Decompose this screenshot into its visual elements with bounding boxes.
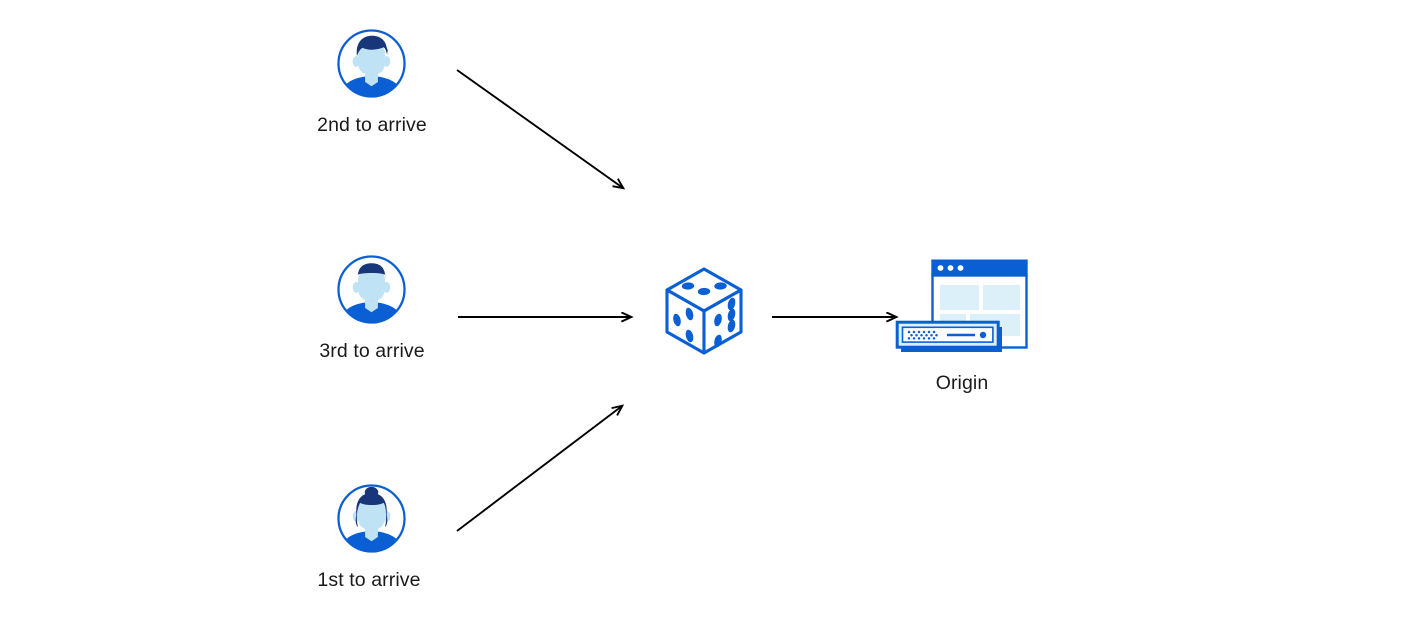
user-avatar-icon	[336, 28, 407, 99]
arrow-2nd-to-dice	[456, 69, 623, 188]
client-label-3rd: 3rd to arrive	[319, 340, 425, 362]
dice-icon	[663, 266, 745, 356]
user-avatar-icon	[336, 483, 407, 554]
client-label-2nd: 2nd to arrive	[317, 114, 427, 136]
client-label-1st: 1st to arrive	[317, 569, 421, 591]
origin-label: Origin	[935, 372, 989, 394]
arrow-1st-to-dice	[456, 406, 622, 532]
server-device-icon	[895, 320, 1002, 352]
user-avatar-icon	[336, 254, 407, 325]
origin-server-icon	[893, 255, 1035, 360]
